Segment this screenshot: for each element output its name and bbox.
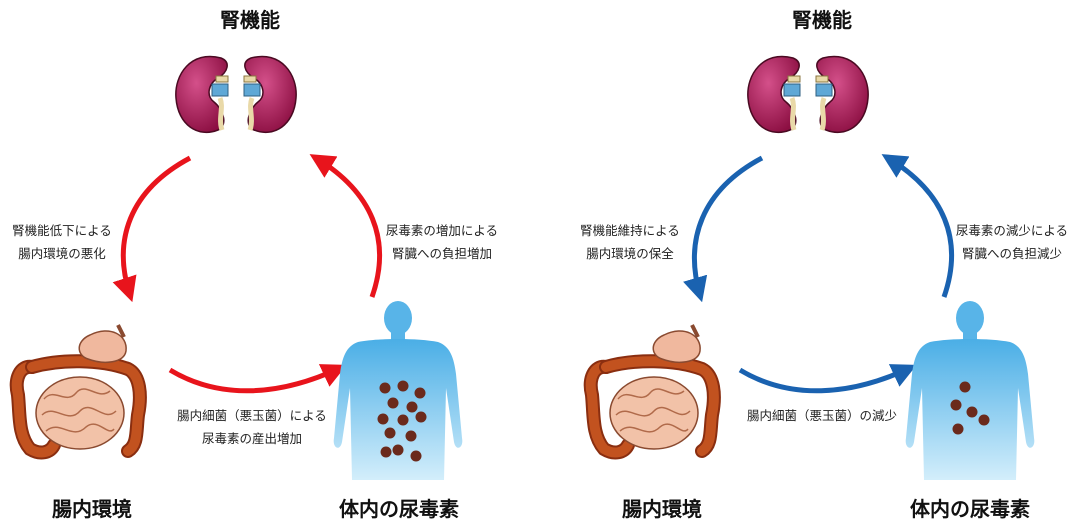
- right-kidney-title: 腎機能: [792, 8, 852, 32]
- right-label-gut-to-toxin: 腸内細菌（悪玉菌）の減少: [747, 408, 897, 423]
- left-arrow-kidney-to-gut: [123, 158, 190, 295]
- left-label-toxin-to-kidney-line2: 腎臓への負担増加: [392, 246, 492, 261]
- left-kidney-illustration: [176, 56, 296, 132]
- left-panel: 腎機能 腎機能低下による 腸内環境の悪化 尿毒素の増加による 腎臓への負担増加 …: [12, 8, 498, 521]
- right-intestine-illustration: [591, 325, 714, 452]
- left-kidney-title: 腎機能: [220, 8, 280, 32]
- left-label-kidney-to-gut-line2: 腸内環境の悪化: [18, 246, 106, 261]
- left-label-gut-to-toxin-line1: 腸内細菌（悪玉菌）による: [177, 408, 327, 423]
- left-gut-title: 腸内環境: [52, 497, 132, 521]
- right-arrow-toxin-to-kidney: [888, 158, 952, 297]
- right-panel: 腎機能 腎機能維持による 腸内環境の保全 尿毒素の減少による 腎臓への負担減少 …: [580, 8, 1068, 521]
- left-arrow-gut-to-toxin: [170, 368, 340, 391]
- right-body-illustration: [906, 301, 1035, 480]
- left-label-kidney-to-gut-line1: 腎機能低下による: [12, 223, 112, 238]
- right-arrow-gut-to-toxin: [740, 368, 910, 391]
- left-intestine-illustration: [17, 325, 140, 452]
- right-label-kidney-to-gut-line1: 腎機能維持による: [580, 223, 680, 238]
- right-label-toxin-to-kidney-line1: 尿毒素の減少による: [956, 223, 1068, 238]
- right-label-toxin-to-kidney-line2: 腎臓への負担減少: [962, 246, 1062, 261]
- left-toxin-title: 体内の尿毒素: [339, 497, 459, 521]
- right-gut-title: 腸内環境: [622, 497, 702, 521]
- right-arrow-kidney-to-gut: [694, 158, 762, 295]
- left-label-gut-to-toxin-line2: 尿毒素の産出増加: [202, 431, 302, 446]
- right-label-kidney-to-gut-line2: 腸内環境の保全: [586, 246, 674, 261]
- right-kidney-illustration: [748, 56, 868, 132]
- left-arrow-toxin-to-kidney: [316, 158, 380, 297]
- right-toxin-title: 体内の尿毒素: [910, 497, 1030, 521]
- left-label-toxin-to-kidney-line1: 尿毒素の増加による: [386, 223, 498, 238]
